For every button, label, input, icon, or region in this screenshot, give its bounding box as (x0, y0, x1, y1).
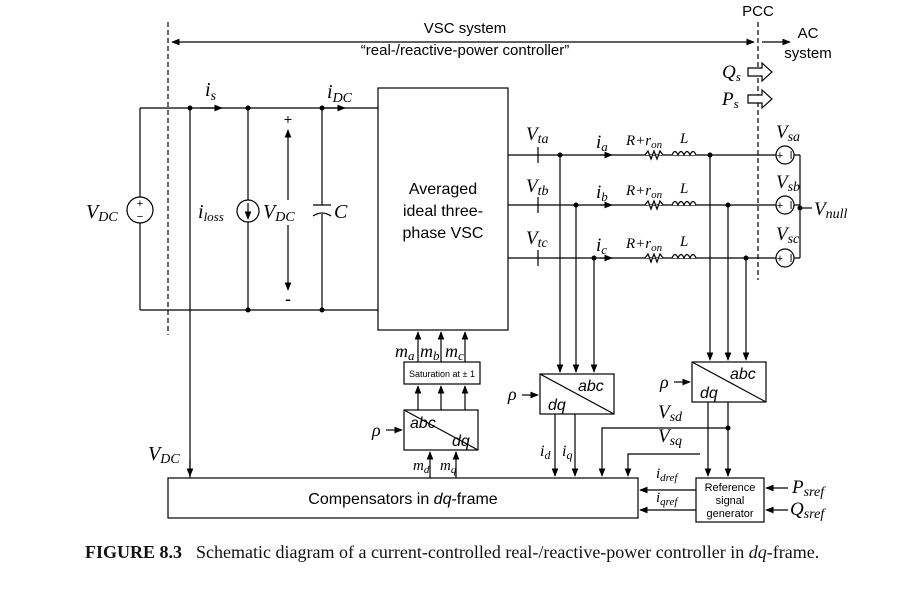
voltage-abc-dq-block (691, 361, 767, 403)
is-label: is (205, 79, 217, 104)
vsc-block-line3: phase VSC (403, 225, 484, 242)
svg-text:−: − (137, 211, 143, 223)
mq-label: mq (440, 458, 457, 476)
vdc-plus: + (284, 111, 292, 127)
mod-abc-label: abc (410, 415, 436, 432)
rc-label: R+ron (625, 236, 663, 254)
qs-label: Qs (722, 62, 741, 84)
rho-voltage: ρ (659, 372, 669, 392)
svg-text:+: + (777, 253, 783, 265)
svg-text:ǀ: ǀ (790, 253, 793, 265)
vta-label: Vta (526, 124, 549, 147)
svg-text:ǀ: ǀ (790, 150, 793, 162)
vdc-cap-label: VDC (263, 201, 295, 225)
cap-label: C (334, 201, 348, 223)
compensators-block (167, 477, 639, 519)
volt-dq-label: dq (700, 385, 718, 402)
rb-label: R+ron (625, 183, 663, 201)
vsd-label: Vsd (658, 402, 683, 425)
lb-label: L (679, 181, 688, 197)
iq-label: iq (562, 443, 572, 462)
idref-label: idref (656, 466, 679, 484)
vsq-label: Vsq (658, 426, 682, 449)
vsc-label: Vsc (776, 224, 800, 247)
vtc-label: Vtc (526, 228, 548, 251)
figure-number: FIGURE 8.3 (85, 542, 183, 562)
iloss-label: iloss (198, 201, 224, 224)
volt-abc-label: abc (730, 366, 756, 383)
vdc-minus: - (285, 289, 291, 309)
id-label: id (540, 443, 551, 462)
mod-dq-label: dq (452, 433, 470, 450)
qs-flow-arrow (747, 61, 773, 83)
vsc-block-line2: ideal three- (403, 203, 483, 220)
vtb-label: Vtb (526, 176, 549, 199)
ma-label: ma (395, 341, 415, 363)
ps-flow-arrow (747, 88, 773, 110)
iqref-label: iqref (656, 490, 679, 508)
current-abc-dq-block (539, 373, 615, 415)
caption-tail: -frame. (766, 542, 820, 562)
vdc-feedback-label: VDC (148, 443, 180, 467)
ref-gen-line1: Reference (705, 482, 756, 494)
qsref-label: Qsref (790, 499, 826, 522)
saturation-block (403, 361, 481, 385)
schematic-diagram: + − + ǀ + ǀ + ǀ PCC AC system VSC system “r… (86, 3, 847, 523)
lc-label: L (679, 234, 688, 250)
mc-label: mc (445, 341, 464, 363)
svg-text:+: + (777, 150, 783, 162)
svg-text:+: + (137, 198, 143, 210)
reference-signal-generator-block (695, 477, 765, 523)
ib-label: ib (596, 182, 608, 204)
ac-system-label-2: system (784, 45, 832, 62)
ref-gen-line2: signal (716, 495, 745, 507)
vsa-label: Vsa (776, 122, 800, 145)
rho-current: ρ (507, 384, 517, 404)
svg-text:+: + (777, 200, 783, 212)
cur-dq-label: dq (548, 397, 566, 414)
figure-caption: FIGURE 8.3 Schematic diagram of a current… (85, 540, 885, 564)
saturation-label: Saturation at ± 1 (409, 369, 475, 379)
idc-label: iDC (327, 81, 353, 106)
ra-label: R+ron (625, 133, 663, 151)
vsb-label: Vsb (776, 172, 800, 195)
la-label: L (679, 131, 688, 147)
psref-label: Psref (791, 477, 826, 500)
caption-text: Schematic diagram of a current-controlle… (196, 542, 749, 562)
vsc-system-label-2: “real-/reactive-power controller” (361, 42, 569, 59)
ref-gen-line3: generator (706, 508, 753, 520)
vdc-source-label: VDC (86, 201, 118, 225)
pcc-label: PCC (742, 3, 774, 20)
ic-label: ic (596, 235, 607, 257)
ps-label: Ps (721, 89, 739, 111)
compensators-label: Compensators in dq-frame (308, 491, 498, 508)
ac-system-label-1: AC (798, 25, 819, 42)
svg-text:ǀ: ǀ (790, 200, 793, 212)
vsc-block (377, 87, 509, 331)
ia-label: ia (596, 132, 608, 154)
rho-modulation: ρ (371, 420, 381, 440)
cur-abc-label: abc (578, 378, 604, 395)
md-label: md (413, 458, 430, 476)
vnull-label: Vnull (814, 199, 847, 222)
vsc-system-label-1: VSC system (424, 20, 507, 37)
caption-italic: dq (748, 542, 767, 562)
vsc-block-line1: Averaged (409, 181, 477, 198)
mb-label: mb (420, 341, 440, 363)
